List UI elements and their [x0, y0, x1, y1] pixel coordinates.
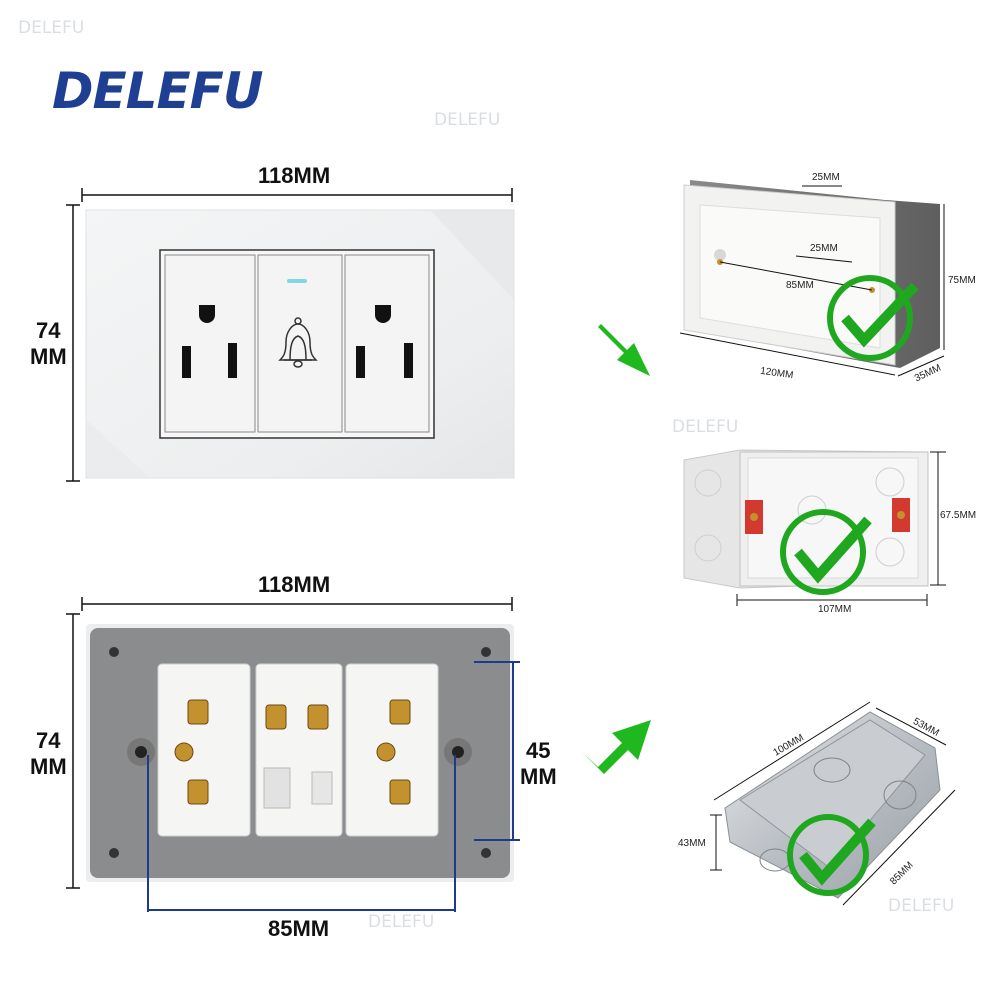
left-outlet — [182, 305, 237, 378]
box1-dim-label: 75MM — [948, 275, 976, 286]
check-icon — [780, 509, 872, 595]
bell-icon — [278, 317, 318, 368]
box2-dim-label: 107MM — [818, 604, 852, 615]
back-height-unit: MM — [30, 754, 67, 779]
metal-box — [710, 701, 956, 906]
box2-dim-label: 67.5MM — [940, 510, 977, 521]
inner-height-unit: MM — [520, 764, 557, 789]
bell-switch — [278, 279, 318, 368]
check-icon — [787, 814, 876, 896]
watermark: DELEFU — [18, 18, 85, 38]
arrow-icon — [580, 324, 650, 376]
white-box — [679, 180, 945, 377]
box1-dim-label: 25MM — [812, 172, 840, 183]
back-width-label: 118MM — [258, 572, 331, 597]
box1-dim-label: 25MM — [810, 243, 838, 254]
red-terminal-box — [683, 449, 946, 606]
box3-dim-label: 43MM — [678, 838, 706, 849]
front-width-label: 118MM — [258, 163, 331, 188]
back-height-label: 74 — [36, 728, 61, 753]
front-height-unit: MM — [30, 344, 67, 369]
arrow-icon — [582, 720, 651, 774]
front-panel — [85, 209, 515, 479]
watermark: DELEFU — [434, 110, 501, 130]
front-height-label: 74 — [36, 318, 61, 343]
hole-spacing-label: 85MM — [268, 916, 330, 941]
inner-height-label: 45 — [526, 738, 551, 763]
watermark: DELEFU — [888, 896, 955, 916]
watermark: DELEFU — [368, 912, 435, 932]
box1-dim-label: 85MM — [786, 280, 814, 291]
brand-logo: DELEFU — [52, 62, 263, 120]
check-icon — [827, 275, 919, 361]
back-panel — [86, 624, 514, 882]
right-outlet — [356, 305, 413, 378]
watermark: DELEFU — [672, 417, 739, 437]
